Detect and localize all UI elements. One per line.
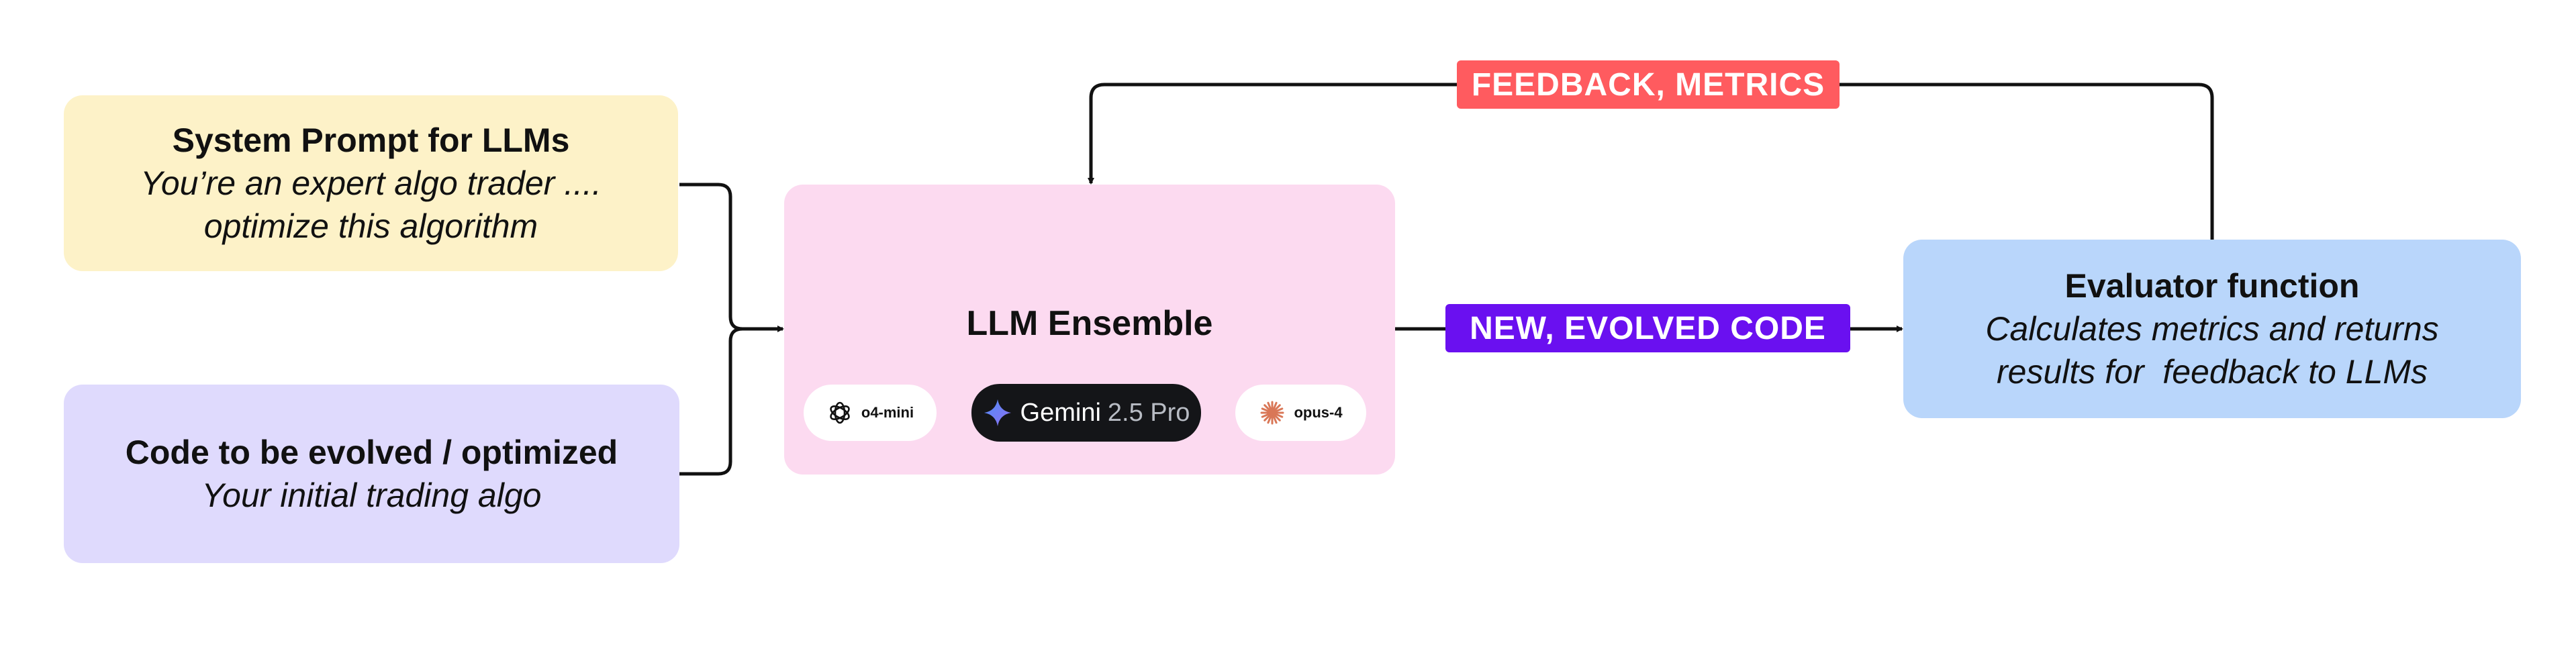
system-prompt-title: System Prompt for LLMs bbox=[172, 121, 570, 159]
model-chip-opus-4: opus-4 bbox=[1235, 385, 1366, 441]
model-label-o4-mini: o4-mini bbox=[861, 404, 914, 421]
feedback-metrics-label: FEEDBACK, METRICS bbox=[1457, 60, 1840, 109]
evaluator-title: Evaluator function bbox=[2064, 267, 2360, 305]
evaluator-line1: Calculates metrics and returns bbox=[1985, 310, 2439, 348]
code-box-title: Code to be evolved / optimized bbox=[125, 434, 618, 471]
new-evolved-code-label: NEW, EVOLVED CODE bbox=[1445, 304, 1850, 352]
model-label-opus-4: opus-4 bbox=[1294, 404, 1343, 421]
anthropic-burst-icon bbox=[1259, 399, 1286, 426]
evaluator-box: Evaluator function Calculates metrics an… bbox=[1903, 240, 2521, 418]
gemini-sparkle-icon bbox=[983, 398, 1012, 428]
system-prompt-box: System Prompt for LLMs You’re an expert … bbox=[64, 95, 678, 271]
llm-ensemble-title: LLM Ensemble bbox=[966, 304, 1213, 343]
code-box-line1: Your initial trading algo bbox=[201, 477, 542, 514]
system-prompt-line1: You’re an expert algo trader .... bbox=[140, 164, 602, 202]
input-merge-connector bbox=[679, 183, 743, 476]
system-prompt-line2: optimize this algorithm bbox=[203, 207, 538, 245]
code-box: Code to be evolved / optimized Your init… bbox=[64, 385, 679, 563]
model-chip-gemini: Gemini 2.5 Pro bbox=[971, 384, 1201, 442]
openai-logo-icon bbox=[826, 399, 853, 426]
model-chip-o4-mini: o4-mini bbox=[804, 385, 937, 441]
model-label-gemini-version: 2.5 Pro bbox=[1107, 398, 1190, 427]
model-label-gemini: Gemini bbox=[1020, 398, 1101, 427]
evaluator-line2: results for feedback to LLMs bbox=[1997, 353, 2428, 391]
